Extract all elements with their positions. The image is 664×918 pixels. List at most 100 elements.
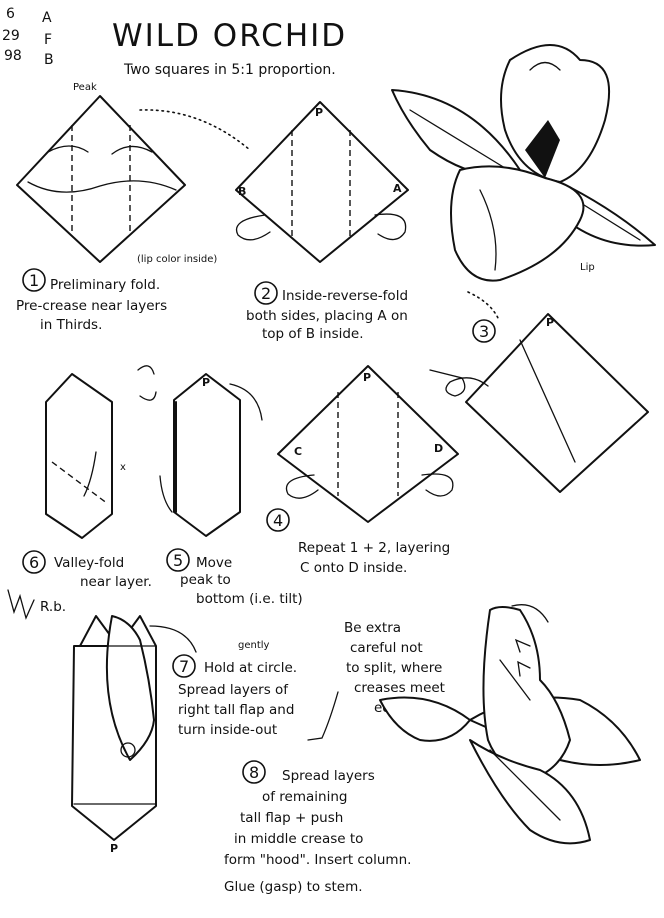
step-7-line-2: Spread layers of	[178, 682, 289, 698]
step-8-line-5: form "hood". Insert column.	[224, 852, 411, 868]
zigzag-arrow-icon	[7, 589, 35, 620]
step-2-line-1: Inside-reverse-fold	[282, 288, 408, 304]
step-7-line-4: turn inside-out	[178, 722, 277, 738]
careful-note-line-2: careful not	[350, 640, 423, 656]
lip-color-inside-note: (lip color inside)	[137, 254, 217, 265]
step-4-caption: 4 Repeat 1 + 2, layering C onto D inside…	[266, 508, 450, 576]
curl-arrow-icon	[47, 145, 89, 153]
step-3-label-p: P	[546, 316, 554, 329]
step-2-diamond	[235, 101, 409, 263]
header-code-letter-1: A	[42, 10, 52, 26]
step-2-label-a: A	[393, 182, 402, 195]
step-7-label-p: P	[110, 842, 118, 855]
step-4-label-d: D	[434, 442, 443, 455]
step-4-line-2: C onto D inside.	[300, 560, 407, 576]
hood-arrow-icon	[511, 604, 549, 623]
step-4-line-1: Repeat 1 + 2, layering	[298, 540, 450, 556]
careful-note: Be extra careful not to split, where cre…	[344, 620, 445, 716]
step-7-caption: 7 gently Hold at circle. Spread layers o…	[172, 640, 339, 741]
page-subtitle: Two squares in 5:1 proportion.	[123, 62, 336, 78]
step-8-figure	[379, 604, 641, 845]
step-2-figure: P B A	[235, 101, 409, 263]
step-6-column	[45, 373, 113, 539]
step-7-figure: P	[71, 615, 197, 855]
step-3-figure: P	[429, 313, 649, 493]
step-6-caption: 6 Valley-fold near layer.	[22, 550, 152, 590]
step-1-line-1: Preliminary fold.	[50, 277, 160, 293]
valley-fold-arrow-icon	[83, 451, 97, 497]
step-1-figure: Peak (lip color inside)	[16, 82, 251, 265]
step-1-line-3: in Thirds.	[40, 317, 102, 333]
step-6-figure: x	[45, 365, 157, 539]
step-2-line-2: both sides, placing A on	[246, 308, 408, 324]
step-4-label-c: C	[294, 445, 302, 458]
step-5-caption: 5 Move peak to bottom (i.e. tilt)	[166, 548, 303, 607]
careful-note-line-3: to split, where	[346, 660, 442, 676]
step-7-line-3: right tall flap and	[178, 702, 294, 718]
step-5-figure: P	[159, 373, 263, 537]
step-7-right-flap	[105, 615, 155, 761]
step-6-line-2: near layer.	[80, 574, 152, 590]
step-8-hood	[482, 606, 571, 781]
step-8-left-leaf	[379, 696, 471, 742]
step-5-line-1: Move	[196, 555, 232, 571]
step-3-number-circle	[472, 319, 496, 343]
step-4-number: 4	[273, 511, 283, 530]
header-code-3: 98	[4, 48, 22, 64]
page-title: WILD ORCHID	[112, 18, 347, 54]
turn-arrow-icon	[149, 625, 197, 653]
step-2-caption: 2 Inside-reverse-fold both sides, placin…	[246, 281, 408, 342]
step-1-number: 1	[29, 271, 39, 290]
preliminary-base-diamond	[16, 95, 186, 263]
header-code-letter-3: B	[44, 52, 54, 68]
step-6-line-1: Valley-fold	[54, 555, 124, 571]
step-8-line-4: in middle crease to	[234, 831, 363, 847]
step-8-line-1: Spread layers	[282, 768, 375, 784]
step-2-number: 2	[261, 284, 271, 303]
step-4-diamond	[277, 365, 459, 523]
header-code-letter-2: F	[44, 32, 52, 48]
step-5-line-2: peak to	[180, 572, 231, 588]
orchid-sketch: Lip	[391, 44, 656, 319]
careful-note-line-4: creases meet	[354, 680, 445, 696]
step-8-caption: 8 Spread layers of remaining tall flap +…	[224, 760, 411, 895]
curl-arrow-icon-step-3	[429, 369, 489, 397]
peak-label: Peak	[73, 82, 97, 93]
step-4-label-p: P	[363, 371, 371, 384]
step-5-line-3: bottom (i.e. tilt)	[196, 591, 303, 607]
step-1-number-circle	[22, 268, 46, 292]
hold-circle-mark	[120, 742, 136, 758]
step-6-number: 6	[29, 553, 39, 572]
step-3-number: 3	[479, 322, 489, 341]
reverse-fold-arrow-icon-left	[236, 214, 271, 241]
header: 6 29 98 A F B WILD ORCHID Two squares in…	[2, 6, 347, 78]
step-7-line-gently: gently	[238, 640, 270, 651]
step-5-number: 5	[173, 551, 183, 570]
orchid-lip	[450, 165, 585, 282]
step-2-label-b: B	[238, 185, 246, 198]
orchid-column	[525, 120, 560, 178]
step-8-line-3: tall flap + push	[240, 810, 343, 826]
rotate-arrow-icon	[137, 365, 157, 401]
step-8-number: 8	[249, 763, 259, 782]
step-4-figure: P C D	[277, 365, 459, 523]
step-5-column	[173, 373, 241, 537]
header-code-1: 6	[6, 6, 15, 22]
x-mark: x	[120, 462, 126, 473]
step-8-line-6: Glue (gasp) to stem.	[224, 879, 363, 895]
rb-note: R.b.	[40, 599, 66, 615]
step-2-label-p: P	[315, 106, 323, 119]
lip-label: Lip	[580, 262, 595, 273]
header-code-2: 29	[2, 28, 20, 44]
step-8-line-2: of remaining	[262, 789, 347, 805]
step-8-lip	[469, 739, 591, 845]
step-7-line-1: Hold at circle.	[204, 660, 297, 676]
step-3-diamond	[465, 313, 649, 493]
step-7-number: 7	[179, 657, 189, 676]
step-5-label-p: P	[202, 376, 210, 389]
step-1-line-2: Pre-crease near layers	[16, 298, 167, 314]
careful-note-line-1: Be extra	[344, 620, 401, 636]
step-2-line-3: top of B inside.	[262, 326, 364, 342]
step-1-caption: 1 Preliminary fold. Pre-crease near laye…	[16, 268, 167, 333]
